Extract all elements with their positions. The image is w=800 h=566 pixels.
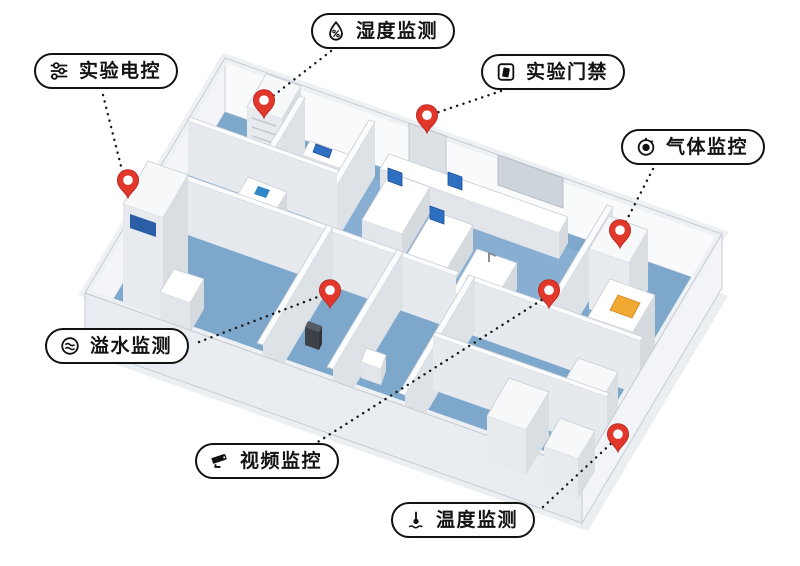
wall [187, 116, 340, 228]
leader-line-humidity [262, 49, 333, 105]
storage-box [360, 347, 387, 385]
machine-screen [130, 214, 156, 237]
bin-top [305, 321, 322, 332]
bench-side [402, 187, 430, 260]
cabinet [543, 417, 596, 499]
back-wall-window [497, 154, 564, 209]
wall-face [333, 252, 403, 423]
orange-furnace [609, 294, 641, 319]
humidity-droplet-icon [325, 20, 347, 42]
wall-face [263, 227, 333, 399]
box-side [381, 355, 386, 385]
cabinet-side [526, 392, 549, 475]
thermometer-icon [405, 509, 427, 531]
cabinet-side [578, 431, 595, 499]
label-flood-monitor[interactable]: 溢水监测 [45, 328, 190, 364]
cctv-camera-icon [209, 450, 231, 472]
label-gas-monitor[interactable]: 气体监控 [621, 129, 766, 165]
monitor-screen [312, 143, 333, 159]
label-temperature-text: 温度监测 [436, 508, 519, 531]
table-side [190, 279, 204, 333]
label-humidity-monitor[interactable]: 湿度监测 [311, 13, 456, 49]
water-overflow-icon [59, 335, 81, 357]
label-temperature-monitor[interactable]: 温度监测 [391, 502, 536, 538]
lab-bench [361, 167, 431, 260]
cabinet-front [487, 416, 526, 475]
label-humidity-text: 湿度监测 [356, 19, 439, 42]
monitor-screen [429, 205, 445, 225]
label-electric-text: 实验电控 [79, 59, 162, 82]
sliders-icon [48, 60, 70, 82]
label-electric-control[interactable]: 实验电控 [34, 53, 179, 89]
bin-front [305, 327, 319, 350]
front-right-room-equipment [486, 377, 596, 499]
box-front [361, 362, 381, 385]
blue-instrument [254, 186, 270, 198]
label-gas-text: 气体监控 [666, 135, 749, 158]
gas-detector-icon [635, 136, 657, 158]
leader-line-electric [101, 93, 126, 180]
label-video-text: 视频监控 [240, 449, 323, 472]
bin-side [319, 326, 322, 350]
waste-bin [305, 321, 322, 350]
wall [256, 224, 334, 399]
leader-line-video [311, 294, 550, 447]
wall-face [188, 121, 337, 228]
access-control-icon [495, 61, 517, 83]
label-flood-text: 溢水监测 [90, 334, 173, 357]
wall [326, 249, 404, 423]
cabinet-front [544, 447, 578, 499]
label-video-monitor[interactable]: 视频监控 [195, 443, 340, 479]
cabinet [486, 377, 550, 475]
leader-line-door [425, 89, 503, 118]
faucet [488, 251, 497, 262]
bench-side [559, 217, 568, 259]
monitor-screen [447, 171, 463, 191]
label-door-text: 实验门禁 [526, 60, 609, 83]
label-door-access[interactable]: 实验门禁 [481, 54, 626, 90]
monitor-screen [387, 167, 403, 187]
